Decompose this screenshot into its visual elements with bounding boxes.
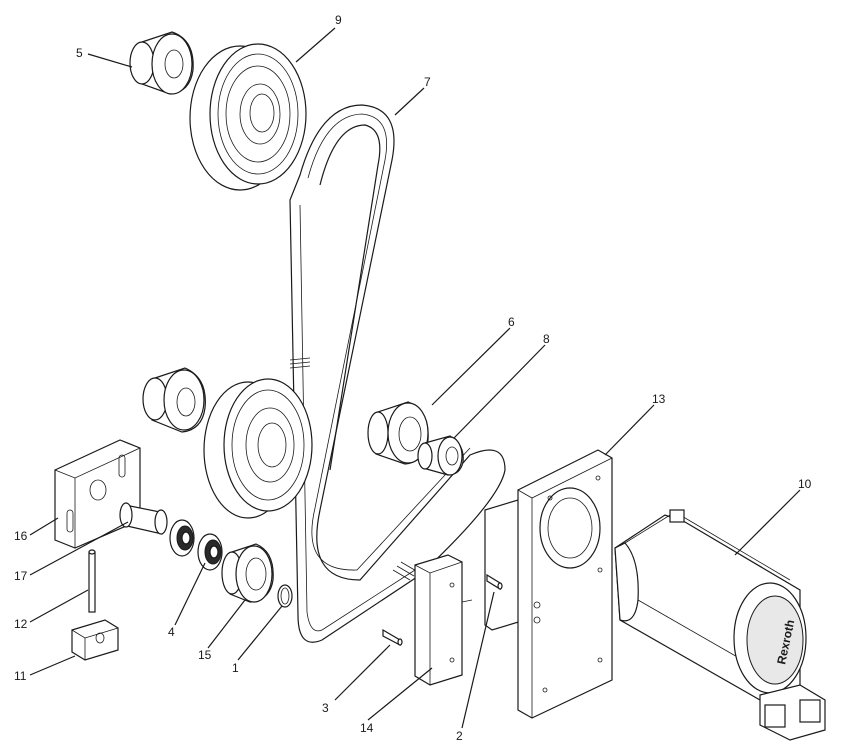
part-10-motor: Rexroth: [614, 509, 826, 741]
part-7-belt: [289, 104, 506, 643]
lower-pulley: [203, 378, 313, 519]
callout-15: 15: [198, 648, 212, 662]
callout-5: 5: [76, 46, 83, 60]
callout-14: 14: [360, 721, 374, 735]
part-17-shaft: [119, 502, 168, 535]
leader-lines: [29, 27, 801, 729]
part-1-retaining-ring: [277, 584, 293, 608]
callout-11: 11: [14, 669, 27, 683]
part-4-bearing-a: [169, 519, 195, 557]
lower-spacer: [142, 367, 206, 433]
part-12-pin: [88, 549, 96, 613]
callout-7: 7: [424, 75, 431, 89]
callout-10: 10: [798, 477, 812, 491]
part-5-spacer: [129, 31, 194, 95]
part-4-bearing-b: [197, 533, 223, 571]
part-6-idler: [367, 401, 429, 465]
callout-1: 1: [232, 661, 239, 675]
callout-17: 17: [14, 569, 28, 583]
part-8-small-spacer: [417, 435, 464, 476]
part-15-hub: [221, 543, 274, 603]
part-13-motor-plate: [517, 449, 613, 719]
callout-2: 2: [456, 729, 463, 743]
part-14-mounting-block: [414, 554, 463, 686]
callout-12: 12: [14, 617, 28, 631]
callout-16: 16: [14, 529, 28, 543]
callout-3: 3: [322, 701, 329, 715]
callout-4: 4: [168, 625, 175, 639]
part-9-top-pulley: [189, 43, 307, 191]
part-3-dowel-pin: [382, 599, 473, 646]
callout-6: 6: [508, 315, 515, 329]
callout-9: 9: [335, 13, 342, 27]
callout-labels: 5 9 7 6 8 13 10 16 17 12 11 4 15 1 3 14 …: [14, 13, 812, 743]
callout-13: 13: [652, 392, 666, 406]
callout-8: 8: [543, 332, 550, 346]
part-11-clamp-block: [71, 619, 119, 661]
part-16-bearing-plate: [54, 439, 141, 549]
